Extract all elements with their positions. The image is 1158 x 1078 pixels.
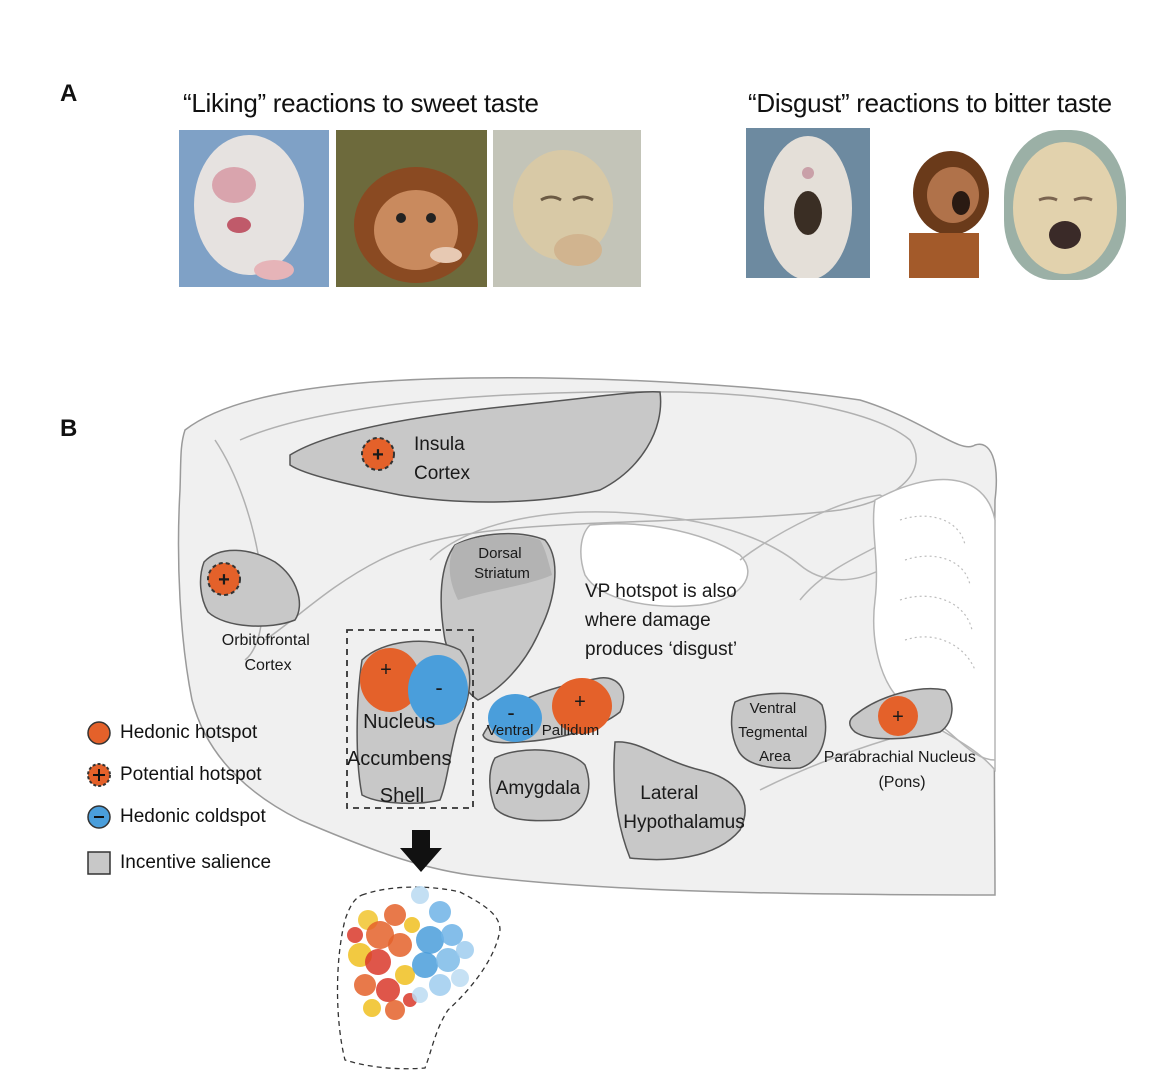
insula-label: Insula Cortex <box>414 434 470 484</box>
nucleus-accumbens-label: Nucleus Accumbens Shell <box>347 711 457 807</box>
vp-note: VP hotspot is also where damage produces… <box>584 581 742 660</box>
legend-incentive-salience: Incentive salience <box>86 848 271 878</box>
svg-text:+: + <box>380 659 392 681</box>
orangutan-liking-photo <box>336 130 487 287</box>
down-arrow-icon <box>400 830 442 872</box>
potential-hotspot-icon <box>86 762 112 788</box>
svg-text:+: + <box>372 444 384 466</box>
orbitofrontal-potential-hotspot: + <box>207 562 241 596</box>
salience-icon <box>86 850 112 876</box>
svg-text:+: + <box>892 706 904 728</box>
cortex-contour <box>239 391 917 641</box>
accumbens-coldspot-cluster <box>411 886 474 1003</box>
vta-region <box>730 692 827 770</box>
svg-text:+: + <box>574 691 586 713</box>
nac-hotspot: + <box>360 648 420 712</box>
svg-text:-: - <box>435 675 442 700</box>
lateral-hypothalamus-region <box>613 741 746 861</box>
amygdala-label: Amygdala <box>496 778 581 799</box>
nucleus-accumbens-box <box>346 629 474 809</box>
liking-caption: “Liking” reactions to sweet taste <box>183 88 539 118</box>
infant-disgust-photo <box>1004 130 1126 280</box>
legend-hedonic-hotspot: Hedonic hotspot <box>86 718 257 748</box>
insula-potential-hotspot: + <box>361 437 395 471</box>
panel-a-letter: A <box>60 80 78 107</box>
rat-disgust-photo <box>746 128 870 278</box>
legend-potential-hotspot: Potential hotspot <box>86 760 262 790</box>
dorsal-striatum-label: Dorsal Striatum <box>474 545 530 582</box>
vp-hotspot: + <box>552 678 612 734</box>
orbitofrontal-label: Orbitofrontal Cortex <box>222 632 315 674</box>
accumbens-hotspot-cluster <box>347 904 420 1020</box>
legend-hedonic-coldspot: Hedonic coldspot <box>86 802 266 832</box>
infant-liking-photo <box>493 130 641 287</box>
accumbens-detail-outline <box>336 886 501 1070</box>
hotspot-icon <box>86 720 112 746</box>
parabrachial-hotspot: + <box>878 696 918 736</box>
svg-text:+: + <box>218 569 230 591</box>
insula-region <box>289 390 662 503</box>
panel-b-letter: B <box>60 415 78 442</box>
rat-liking-photo <box>179 130 329 287</box>
vta-label: Ventral Tegmental Area <box>738 700 811 765</box>
ventral-pallidum-label: Ventral Pallidum <box>487 722 600 739</box>
vp-coldspot: - <box>488 694 542 742</box>
lateral-hypothalamus-label: Lateral Hypothalamus <box>623 783 744 833</box>
nac-coldspot: - <box>408 655 468 725</box>
thalamus-contour <box>580 523 749 607</box>
disgust-caption: “Disgust” reactions to bitter taste <box>748 88 1112 118</box>
orangutan-disgust-photo <box>891 133 997 278</box>
coldspot-icon <box>86 804 112 830</box>
svg-text:-: - <box>507 700 514 725</box>
amygdala-region <box>489 749 590 822</box>
parabrachial-label: Parabrachial Nucleus (Pons) <box>824 749 981 791</box>
